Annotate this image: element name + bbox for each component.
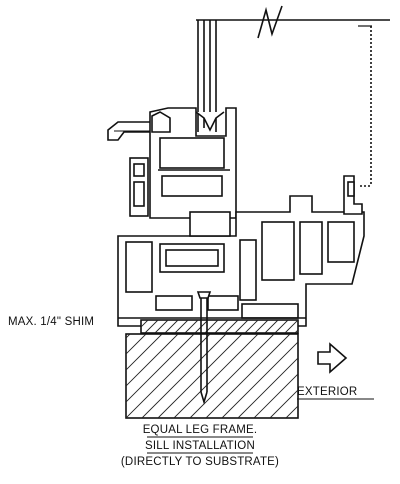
shim [140,319,299,334]
caption-line-3: (DIRECTLY TO SUBSTRATE) [120,456,280,468]
jamb-clip [343,175,363,215]
dotted-jamb-line [358,25,372,187]
sash-profile [129,107,237,219]
head-line [196,5,390,39]
sash-handle [107,121,159,141]
arrow-right-outline-icon [317,342,348,374]
break-line-icon [257,5,283,39]
substrate [125,333,299,419]
caption-line-1: EQUAL LEG FRAME. [142,424,258,436]
exterior-label: EXTERIOR [297,386,358,398]
shim-label: MAX. 1/4" SHIM [8,316,95,328]
caption-line-2: SILL INSTALLATION [145,440,255,452]
fastener-screw [196,291,212,405]
frame-profile [117,195,365,327]
